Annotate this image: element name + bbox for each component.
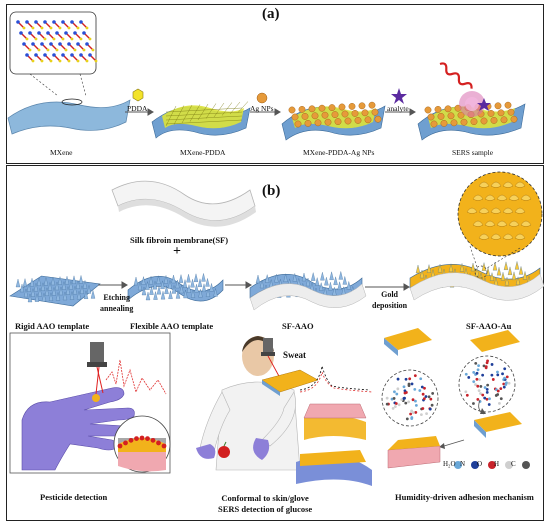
app-humidity: Humidity-driven adhesion mechanism (395, 492, 534, 502)
legend-label-1: N (460, 460, 466, 468)
reagent-analyte: analyte (387, 104, 409, 113)
reagent-pdda: PDDA (127, 104, 148, 113)
legend-label-2: O (477, 460, 483, 468)
rigid-aao-template (9, 275, 101, 307)
pesticide-detection-inset (9, 332, 171, 474)
sf-aao-au (409, 261, 545, 301)
mxene-pdda-sheet (151, 101, 251, 139)
panel-a (6, 4, 544, 164)
analyte-star-icon (391, 88, 407, 104)
etching-annealing-label: Etching annealing (100, 293, 134, 313)
panel-a-label: (a) (262, 6, 280, 22)
sweat-device (261, 338, 373, 396)
spectrum-line (105, 359, 167, 395)
panel-b (6, 165, 544, 521)
gold-deposition-label: Gold deposition (372, 290, 408, 310)
step-sf-aao-au: SF-AAO-Au (466, 321, 512, 331)
legend-dot-1 (471, 461, 479, 469)
stage-mxene: MXene (50, 148, 73, 157)
legend-dot-2 (488, 461, 496, 469)
app-pesticide: Pesticide detection (40, 492, 108, 502)
step-rigid-aao: Rigid AAO template (15, 321, 90, 331)
pdda-hexagon-icon (132, 88, 144, 102)
app-glucose: Conformal to skin/glove SERS detection o… (218, 493, 313, 514)
gloved-hand (21, 387, 135, 471)
reagent-ag-nps: Ag NPs (250, 104, 274, 113)
sweat-spectrum (299, 365, 371, 391)
mxene-pdda-agnp-sheet (281, 101, 386, 141)
gold-nanostructure-zoom (457, 171, 543, 279)
panel-b-label: (b) (262, 183, 281, 199)
stage-mxene-pdda: MXene-PDDA (180, 148, 226, 157)
flexible-aao-template (127, 273, 224, 302)
stage-mxene-pdda-agnps: MXene-PDDA-Ag NPs (303, 148, 375, 157)
legend-dot-3 (505, 461, 513, 469)
molecule-legend (454, 461, 530, 469)
legend-dot-4 (522, 461, 530, 469)
legend-dot-0 (454, 461, 462, 469)
step-flexible-aao: Flexible AAO template (130, 321, 214, 331)
person-illustration (196, 336, 301, 471)
plus-sign: + (173, 244, 181, 259)
stage-sers-sample: SERS sample (452, 148, 494, 157)
skin-patch-illustration (296, 403, 372, 486)
legend-label-4: C (511, 460, 516, 468)
sers-sample-sheet (417, 62, 526, 141)
sf-aao (249, 271, 367, 311)
mxene-crystal-inset (9, 11, 98, 97)
humidity-adhesion-illustration (381, 328, 522, 469)
ag-np-icon (256, 92, 268, 104)
sf-membrane-label: Silk fibroin membrane(SF) (130, 235, 229, 245)
mxene-sheet (7, 99, 131, 135)
legend-label-0: H₂O (443, 460, 456, 468)
laser-wave-icon (439, 62, 473, 89)
step-sf-aao: SF-AAO (282, 321, 314, 331)
legend-label-3: H (494, 460, 500, 468)
sweat-label: Sweat (283, 350, 306, 360)
